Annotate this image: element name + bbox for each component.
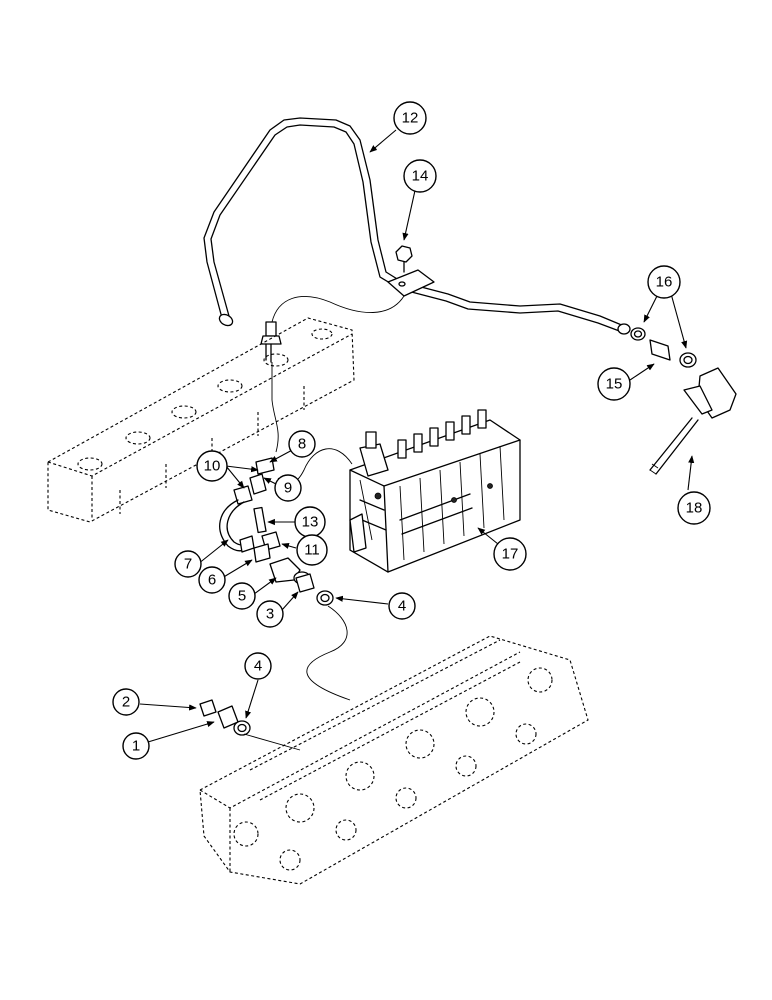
leader-cover-down: [271, 362, 279, 453]
hose-assembly: [219, 499, 255, 553]
callout-1: 1: [122, 732, 150, 760]
fuel-heater: [649, 367, 737, 475]
callout-12: 12: [393, 101, 427, 135]
callout-6: 6: [198, 566, 226, 594]
svg-text:12: 12: [402, 110, 419, 127]
svg-text:6: 6: [208, 572, 216, 589]
callout-13: 13: [294, 506, 326, 538]
connector-elbow: [253, 543, 271, 563]
callout-3: 3: [256, 600, 284, 628]
svg-text:1: 1: [132, 738, 140, 755]
callout-8: 8: [288, 430, 316, 458]
callout-16: 16: [647, 265, 681, 299]
svg-text:14: 14: [412, 168, 429, 185]
cover-fitting: [260, 321, 282, 363]
callout-5: 5: [228, 582, 256, 610]
svg-text:7: 7: [184, 556, 192, 573]
valve-cover: [47, 317, 355, 523]
svg-text:16: 16: [656, 274, 673, 291]
callout-2: 2: [112, 688, 140, 716]
callout-9: 9: [274, 474, 302, 502]
leader-bracket: [271, 295, 405, 323]
hose-clamps: [630, 327, 697, 368]
svg-text:17: 17: [502, 546, 519, 563]
injection-pump: [349, 409, 521, 573]
callout-15: 15: [597, 367, 631, 401]
tube-bracket: [387, 269, 435, 297]
svg-text:5: 5: [238, 588, 246, 605]
cylinder-head: [199, 635, 589, 885]
svg-text:18: 18: [686, 500, 703, 517]
svg-text:11: 11: [304, 542, 320, 559]
fuel-return-tube: [203, 117, 631, 335]
svg-text:4: 4: [254, 658, 262, 675]
svg-text:9: 9: [284, 480, 292, 497]
svg-text:13: 13: [302, 514, 319, 531]
svg-text:2: 2: [122, 694, 130, 711]
leader-oring-down: [306, 605, 351, 701]
leader-lines: [139, 129, 695, 743]
callout-7: 7: [174, 550, 202, 578]
o-ring-upper: [316, 590, 334, 606]
callout-11: 11: [296, 534, 328, 566]
callout-4-lower: 4: [244, 652, 272, 680]
svg-text:10: 10: [204, 458, 221, 475]
svg-text:8: 8: [298, 436, 306, 453]
callout-10: 10: [196, 450, 228, 482]
svg-text:3: 3: [266, 606, 274, 623]
flange-nut: [395, 245, 413, 273]
callout-4-upper: 4: [388, 592, 416, 620]
svg-text:4: 4: [398, 598, 406, 615]
callout-18: 18: [677, 491, 711, 525]
svg-text:15: 15: [606, 376, 623, 393]
callout-17: 17: [493, 537, 527, 571]
fittings-group-upper: [233, 457, 275, 505]
callout-14: 14: [403, 159, 437, 193]
lower-fittings: [199, 699, 301, 751]
adapter-fitting: [295, 573, 315, 593]
